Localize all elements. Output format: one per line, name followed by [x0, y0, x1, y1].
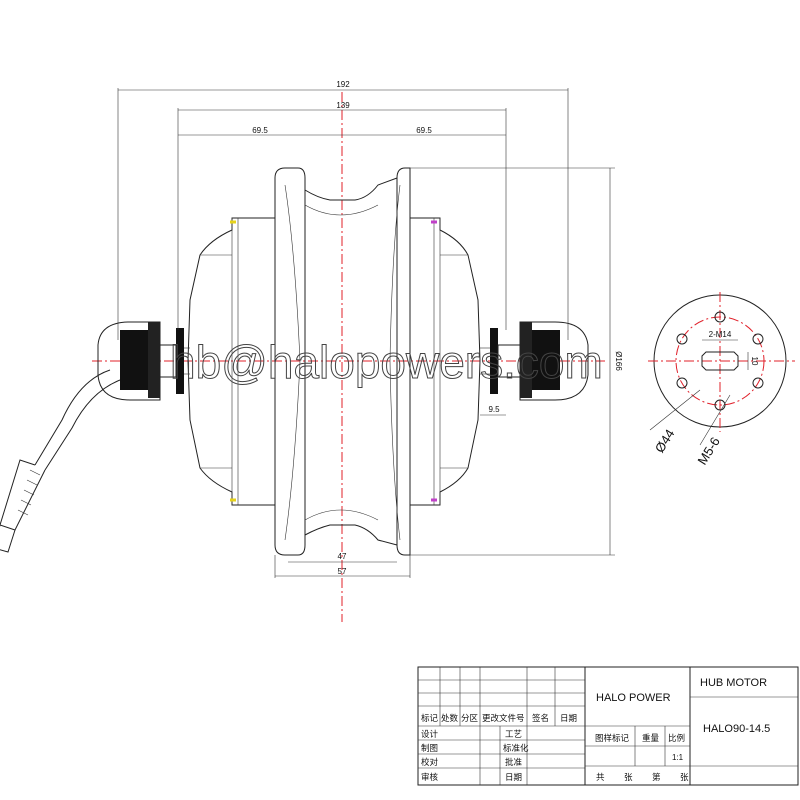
watermark-email: hb@halopowers.com [170, 336, 603, 388]
title-block: HALO POWER HUB MOTOR HALO90-14.5 标记 处数 分… [417, 666, 799, 786]
rev-header-sign: 签名 [532, 713, 549, 724]
role-design: 设计 [421, 729, 439, 740]
info-scale: 比例 [668, 733, 685, 744]
mid-standard: 标准化 [503, 743, 529, 754]
dimension-lines: 192 139 69.5 69.5 Ø166 47 57 9.5 [117, 80, 623, 578]
axle-flat-profile [701, 351, 739, 371]
bolt-holes [676, 311, 764, 411]
right-axle [480, 321, 589, 401]
rev-header-doc: 更改文件号 [482, 713, 525, 724]
mid-process: 工艺 [505, 730, 522, 740]
dim-rim-outer: 57 [338, 567, 347, 576]
sheet-no-prefix: 第 [652, 772, 661, 783]
role-check: 校对 [421, 757, 439, 768]
rev-header-mark: 标记 [421, 713, 439, 724]
dim-inner-width: 139 [336, 101, 350, 110]
thread-label: 2-M14 [709, 330, 732, 339]
dim-left-half: 69.5 [252, 126, 268, 135]
rev-header-date: 日期 [560, 714, 577, 724]
flange-end-view: 2-M14 10 Ø44 M5-6 [648, 292, 795, 467]
mid-date: 日期 [505, 773, 522, 783]
role-drafting: 制图 [421, 743, 438, 754]
scale-value: 1:1 [672, 753, 684, 762]
info-drawing-mark: 图样标记 [595, 733, 630, 744]
mid-approve: 批准 [505, 757, 523, 768]
dim-right-half: 69.5 [416, 126, 432, 135]
rev-header-zone: 分区 [461, 714, 479, 724]
right-axle-nut [532, 330, 560, 390]
role-review: 审核 [421, 772, 439, 783]
left-axle-nut [120, 330, 148, 390]
info-weight: 重量 [642, 733, 660, 744]
rev-header-count: 处数 [441, 713, 459, 724]
dim-axle-step: 9.5 [488, 405, 500, 414]
flat-label: 10 [750, 357, 759, 366]
bolt-label: M5-6 [694, 434, 722, 467]
sheet-total-prefix: 共 [596, 773, 605, 783]
right-housing [410, 217, 481, 506]
model-number: HALO90-14.5 [703, 723, 770, 735]
cable [0, 369, 121, 553]
dim-height: Ø166 [614, 351, 623, 371]
left-housing [187, 217, 275, 506]
sheet-total-suffix: 张 [624, 773, 633, 783]
sheet-no-suffix: 张 [680, 773, 689, 783]
pcd-label: Ø44 [652, 427, 678, 456]
product-name: HUB MOTOR [700, 677, 767, 689]
motor-side-view [0, 92, 605, 622]
dim-overall-width: 192 [336, 80, 350, 89]
company-name: HALO POWER [596, 692, 671, 704]
dim-rim-inner: 47 [338, 552, 347, 561]
left-axle [97, 321, 190, 401]
